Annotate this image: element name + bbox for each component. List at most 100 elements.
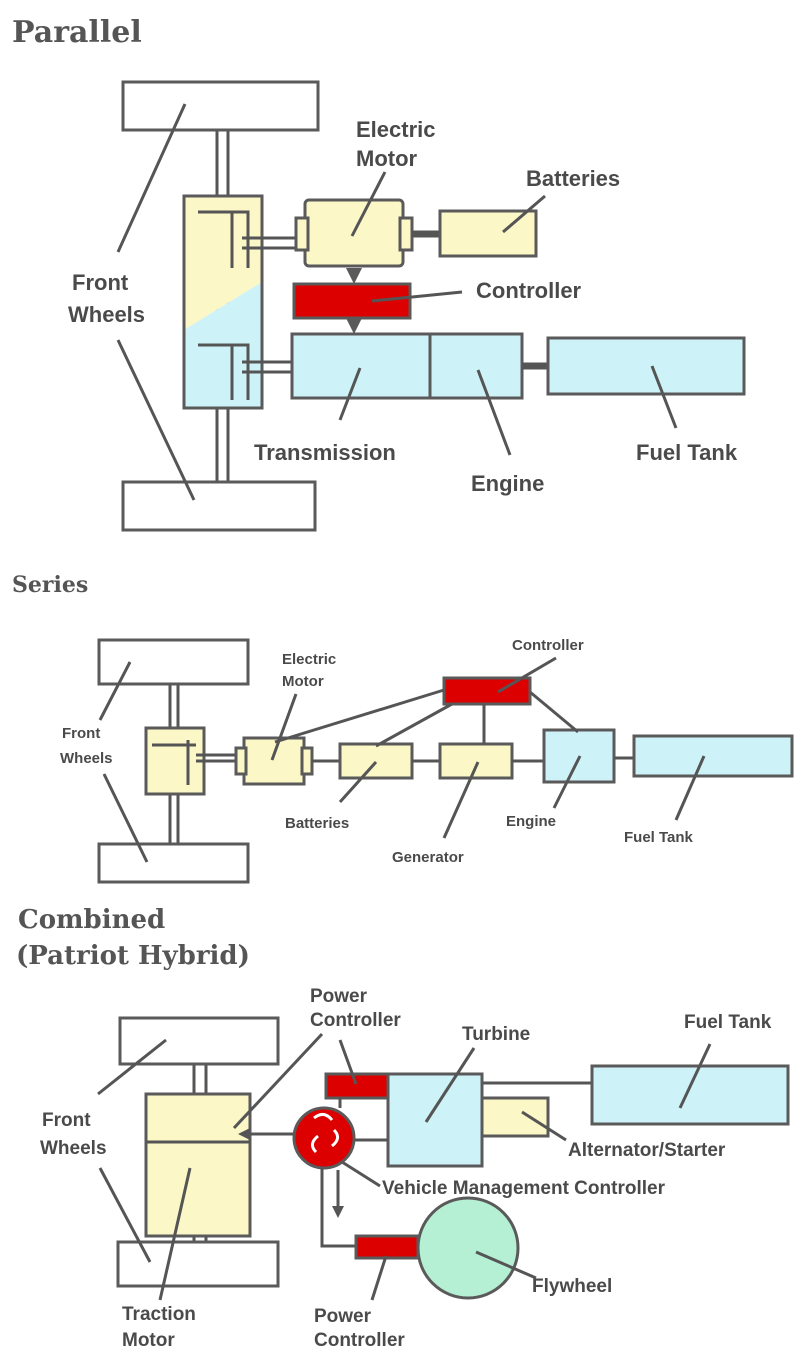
parallel-label-batteries: Batteries	[526, 166, 620, 191]
combined-turbine	[386, 1072, 484, 1168]
series-controller-to-motor	[274, 688, 445, 744]
series-controller-to-batteries	[375, 702, 453, 748]
series-label-engine: Engine	[506, 813, 556, 830]
combined-traction-motor	[144, 1092, 252, 1238]
parallel-controller-arrow-up	[346, 268, 362, 284]
series-gearbox	[144, 726, 206, 796]
combined-label-turbine: Turbine	[462, 1024, 530, 1045]
combined-vmc-to-lower-pc	[320, 1168, 356, 1248]
series-gear-lines	[152, 740, 236, 785]
combined-label-power-bottom-2: Controller	[314, 1330, 405, 1351]
series-controller-to-engine	[529, 690, 579, 734]
combined-leader-flywheel	[475, 1250, 537, 1280]
parallel-label-controller: Controller	[476, 278, 582, 303]
parallel-motor-cap-right	[398, 216, 414, 252]
combined-power-controller-bottom	[354, 1234, 420, 1260]
parallel-controller	[292, 282, 412, 320]
parallel-motor-cap-left	[294, 216, 310, 252]
series-leader-controller	[497, 656, 557, 694]
parallel-leader-engine	[476, 369, 512, 456]
series-leader-wheel-top	[98, 661, 132, 721]
combined-label-power-top-1: Power	[310, 986, 368, 1007]
combined-arrow-to-motor	[238, 1128, 250, 1140]
series-leader-batteries	[338, 760, 378, 804]
combined-vmc-marks	[311, 1113, 339, 1154]
series-label-front: Front	[62, 725, 100, 742]
combined-leader-fuel-tank	[678, 1043, 712, 1109]
combined-label-vmc: Vehicle Management Controller	[382, 1178, 666, 1199]
parallel-leader-wheel-top	[116, 103, 187, 253]
combined-label-traction: Traction	[122, 1304, 196, 1325]
series-fuel-tank	[632, 734, 794, 778]
series-motor-cap-right	[300, 746, 314, 776]
series-label-fuel-tank: Fuel Tank	[624, 829, 694, 846]
combined-subtitle: (Patriot Hybrid)	[16, 941, 250, 971]
parallel-leader-fuel-tank	[650, 365, 678, 429]
series-front-wheel-bottom	[97, 842, 250, 884]
series-leader-fuel-tank	[674, 755, 706, 821]
series-label-electric: Electric	[282, 651, 336, 668]
series-motor-cap-left	[234, 746, 248, 776]
series-title: Series	[12, 572, 88, 598]
series-leader-wheel-bottom	[102, 773, 149, 863]
combined-leader-wheel-top	[97, 1038, 167, 1096]
series-label-motor: Motor	[282, 673, 324, 690]
combined-leader-wheel-bottom	[98, 1167, 152, 1263]
parallel-gearbox-yellow	[184, 196, 262, 330]
combined-label-power-bottom-1: Power	[314, 1306, 372, 1327]
combined-label-alternator: Alternator/Starter	[568, 1140, 726, 1161]
combined-title: Combined	[18, 905, 165, 935]
combined-leader-vmc	[341, 1160, 381, 1188]
combined-power-controller-top	[324, 1072, 390, 1100]
parallel-label-front: Front	[72, 270, 129, 295]
combined-vehicle-management-controller	[292, 1106, 356, 1170]
parallel-leader-controller	[371, 290, 463, 303]
combined-label-flywheel: Flywheel	[532, 1276, 612, 1297]
combined-label-fuel-tank: Fuel Tank	[684, 1012, 772, 1033]
parallel-label-motor: Motor	[356, 146, 418, 171]
parallel-controller-arrow-down	[346, 318, 362, 334]
parallel-label-transmission: Transmission	[254, 440, 396, 465]
series-leader-engine	[552, 755, 582, 809]
parallel-label-electric: Electric	[356, 117, 436, 142]
series-generator	[438, 742, 514, 780]
combined-leader-pc-bottom	[370, 1255, 388, 1301]
combined-fuel-tank	[590, 1064, 790, 1126]
parallel-label-engine: Engine	[471, 471, 544, 496]
combined-leader-pc-top-box	[338, 1039, 358, 1085]
parallel-label-fuel-tank: Fuel Tank	[636, 440, 738, 465]
combined-leader-traction-motor	[158, 1167, 192, 1301]
parallel-leader-batteries	[502, 194, 546, 234]
parallel-front-wheel-bottom	[121, 480, 317, 532]
combined-label-front: Front	[42, 1110, 91, 1131]
parallel-fuel-tank	[546, 336, 746, 396]
parallel-front-wheel-top	[121, 80, 320, 132]
parallel-section: Parallel	[12, 15, 746, 532]
parallel-gearbox	[182, 194, 264, 410]
combined-down-arrow	[332, 1206, 344, 1218]
series-leader-generator	[442, 761, 480, 839]
parallel-leader-motor	[350, 171, 387, 237]
parallel-gear-upper	[198, 210, 305, 268]
parallel-title: Parallel	[12, 15, 142, 50]
combined-flywheel	[416, 1196, 520, 1300]
combined-leader-alternator	[521, 1110, 567, 1142]
parallel-leader-wheel-bottom	[116, 339, 196, 501]
combined-section: Combined (Patriot Hybrid)	[16, 905, 790, 1351]
combined-label-wheels: Wheels	[40, 1138, 107, 1159]
series-label-generator: Generator	[392, 849, 464, 866]
parallel-transmission	[290, 332, 432, 400]
series-label-wheels: Wheels	[60, 750, 113, 767]
parallel-engine	[428, 332, 524, 400]
series-batteries	[338, 742, 414, 780]
combined-label-power-top-2: Controller	[310, 1010, 401, 1031]
series-electric-motor	[242, 736, 306, 786]
parallel-gear-lower	[198, 343, 292, 400]
series-section: Series Controller Electric Motor	[12, 572, 794, 884]
combined-alternator-starter	[480, 1096, 550, 1138]
series-leader-motor	[270, 693, 298, 761]
parallel-label-wheels: Wheels	[68, 302, 145, 327]
series-label-controller: Controller	[512, 637, 584, 654]
combined-leader-power-controller-top	[232, 1032, 324, 1130]
